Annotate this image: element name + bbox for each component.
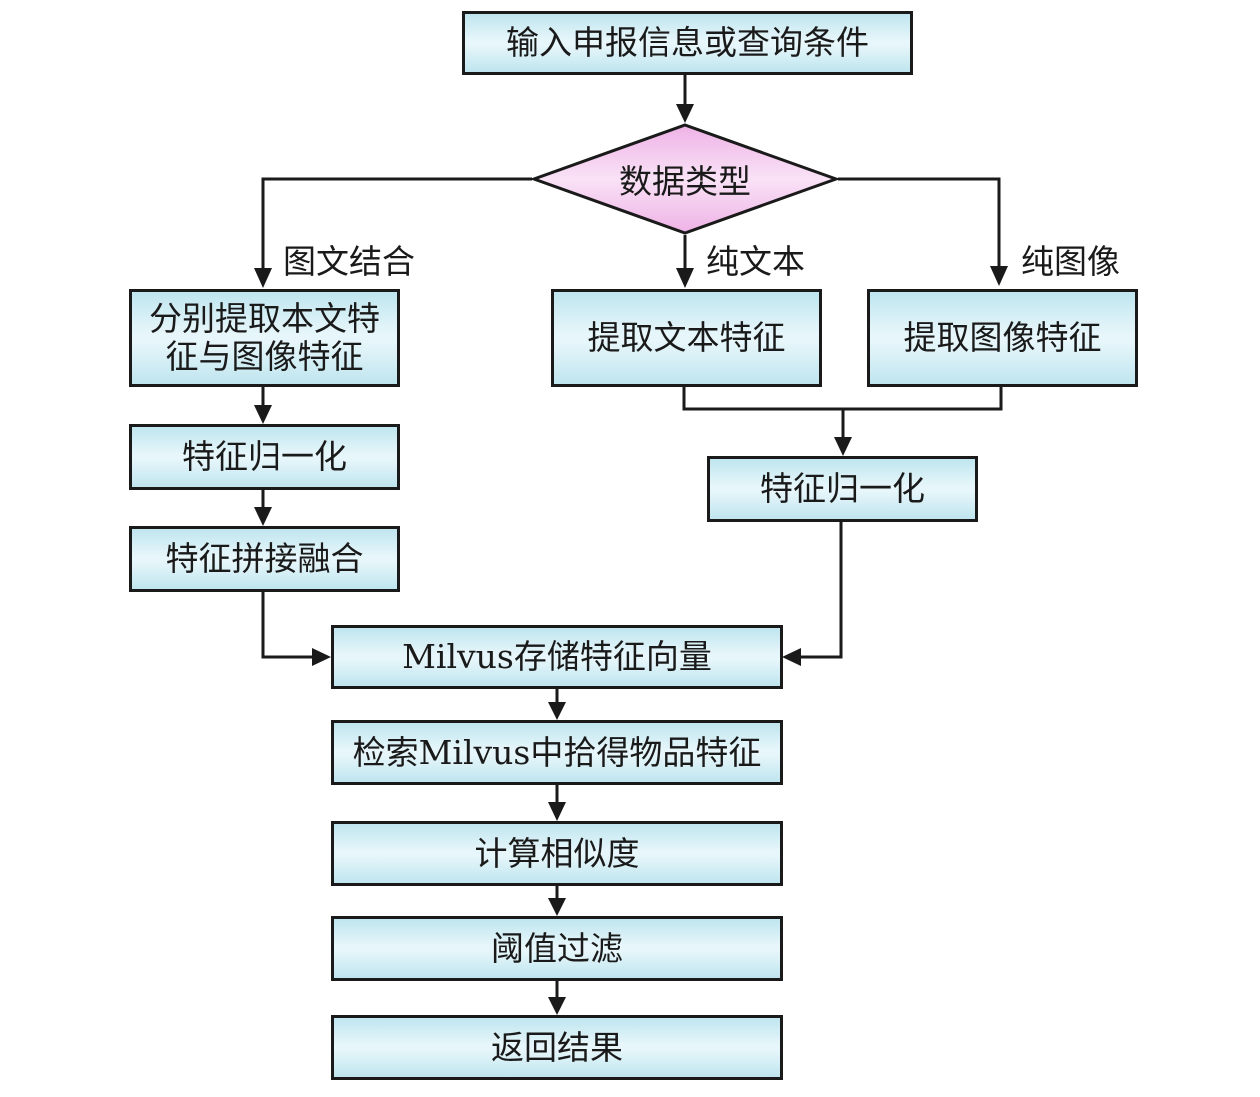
node-combined-extract: 分别提取本文特 征与图像特征 (129, 289, 400, 387)
node-similarity: 计算相似度 (331, 821, 783, 886)
node-milvus-search: 检索Milvus中拾得物品特征 (331, 720, 783, 785)
edge-label-image-only: 纯图像 (1021, 242, 1120, 281)
arrowhead (834, 437, 852, 456)
arrowhead (782, 648, 801, 666)
edge-text-image-merge (682, 386, 1003, 411)
node-concat-fusion: 特征拼接融合 (129, 526, 400, 592)
node-right-normalize: 特征归一化 (707, 456, 978, 522)
arrowhead (990, 266, 1008, 286)
node-result: 返回结果 (331, 1015, 783, 1080)
node-milvus-search-label: 检索Milvus中拾得物品特征 (352, 732, 762, 772)
node-decision: 数据类型 (532, 123, 838, 235)
node-text-extract: 提取文本特征 (551, 289, 822, 387)
node-left-normalize-label: 特征归一化 (182, 437, 347, 476)
node-combined-extract-line1: 分别提取本文特 (149, 299, 380, 338)
edge-decision-image (838, 177, 1001, 272)
arrowhead (548, 898, 566, 916)
arrowhead (254, 507, 272, 526)
node-right-normalize-label: 特征归一化 (760, 469, 925, 508)
edge-decision-combined (261, 177, 532, 272)
decision-diamond-shape (532, 123, 838, 235)
arrowhead (548, 802, 566, 821)
node-similarity-label: 计算相似度 (474, 833, 640, 873)
node-threshold-label: 阈值过滤 (491, 928, 623, 968)
edge-fusion-store (261, 591, 316, 659)
node-milvus-store-label: Milvus存储特征向量 (402, 637, 712, 676)
arrowhead (312, 648, 331, 666)
node-decision-label: 数据类型 (619, 162, 751, 201)
node-milvus-store: Milvus存储特征向量 (331, 625, 783, 689)
node-input-label: 输入申报信息或查询条件 (506, 23, 869, 62)
arrowhead (676, 104, 694, 123)
arrowhead (548, 702, 566, 720)
arrowhead (254, 268, 272, 288)
edge-label-combined: 图文结合 (283, 242, 415, 281)
node-input: 输入申报信息或查询条件 (462, 11, 913, 75)
node-combined-extract-line2: 征与图像特征 (165, 337, 364, 376)
node-concat-fusion-label: 特征拼接融合 (165, 539, 364, 578)
node-left-normalize: 特征归一化 (129, 424, 400, 490)
arrowhead (676, 268, 694, 288)
node-image-extract: 提取图像特征 (867, 289, 1138, 387)
edge-normalize-store (797, 520, 843, 659)
node-text-extract-label: 提取文本特征 (587, 318, 786, 357)
node-result-label: 返回结果 (491, 1027, 623, 1067)
node-image-extract-label: 提取图像特征 (903, 318, 1102, 357)
node-threshold: 阈值过滤 (331, 916, 783, 981)
arrowhead (548, 997, 566, 1015)
arrowhead (254, 405, 272, 424)
edge-label-text-only: 纯文本 (706, 242, 805, 281)
